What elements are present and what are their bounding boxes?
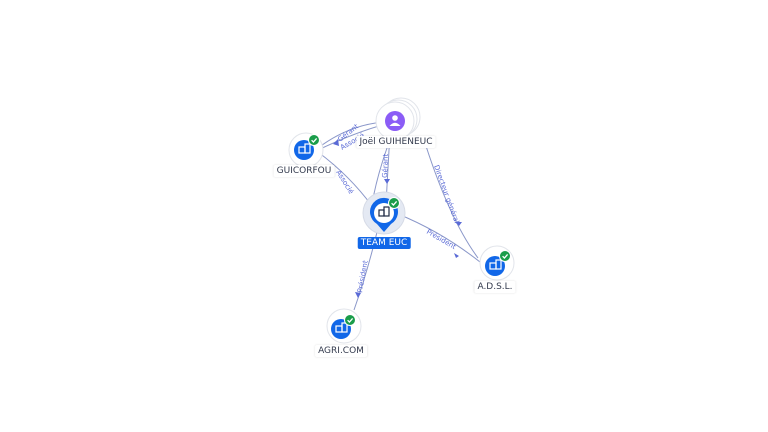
node-label-adsl[interactable]: A.D.S.L.: [474, 281, 516, 293]
node-label-guicorfou[interactable]: GUICORFOU: [273, 165, 335, 177]
node-adsl[interactable]: [479, 245, 515, 281]
person-icon: [389, 115, 401, 126]
edge-label: Président: [356, 260, 370, 294]
arrowhead: [355, 292, 361, 298]
edge-label: Président: [425, 228, 457, 251]
node-label-agricom[interactable]: AGRI.COM: [315, 345, 367, 357]
edge-label: Directeur général: [432, 164, 461, 224]
node-person[interactable]: [375, 97, 421, 141]
building-icon: [335, 322, 348, 333]
node-guicorfou[interactable]: [288, 132, 324, 168]
verified-check-icon: [499, 250, 511, 262]
edge-team-euc-adsl: [397, 213, 481, 263]
node-label-team-euc[interactable]: TEAM EUC: [357, 237, 411, 249]
arrowhead: [455, 222, 462, 226]
edge-label: Gérant: [381, 153, 390, 178]
node-team-euc[interactable]: [362, 191, 406, 235]
verified-check-icon: [308, 134, 320, 146]
edge-person-adsl: [425, 145, 479, 259]
building-icon: [489, 259, 502, 270]
node-label-person[interactable]: Joël GUIHENEUC: [356, 136, 436, 148]
arrowhead: [333, 139, 339, 146]
arrowhead: [384, 179, 390, 184]
arrowhead: [454, 253, 459, 258]
edge-team-euc-agricom: [353, 227, 379, 311]
node-agricom[interactable]: [326, 308, 362, 344]
verified-check-icon: [388, 197, 400, 209]
building-icon: [378, 206, 390, 217]
building-icon: [298, 143, 311, 154]
verified-check-icon: [344, 314, 356, 326]
